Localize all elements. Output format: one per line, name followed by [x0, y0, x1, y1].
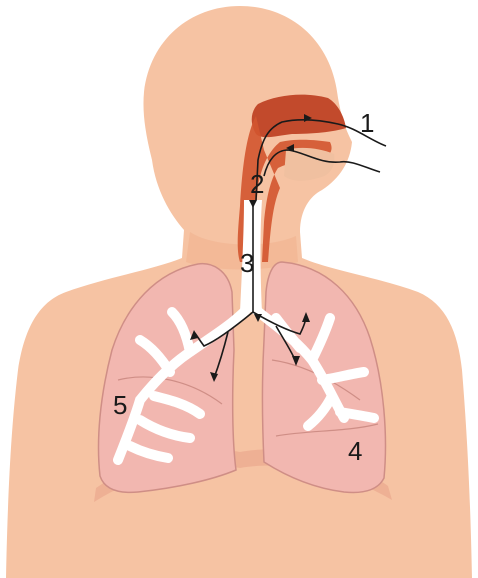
label-4: 4 — [348, 438, 362, 464]
label-2: 2 — [250, 171, 264, 197]
label-3: 3 — [240, 250, 254, 276]
body-silhouette — [6, 6, 472, 578]
label-5: 5 — [113, 392, 127, 418]
nasal-cavity — [252, 95, 346, 138]
label-1: 1 — [360, 110, 374, 136]
